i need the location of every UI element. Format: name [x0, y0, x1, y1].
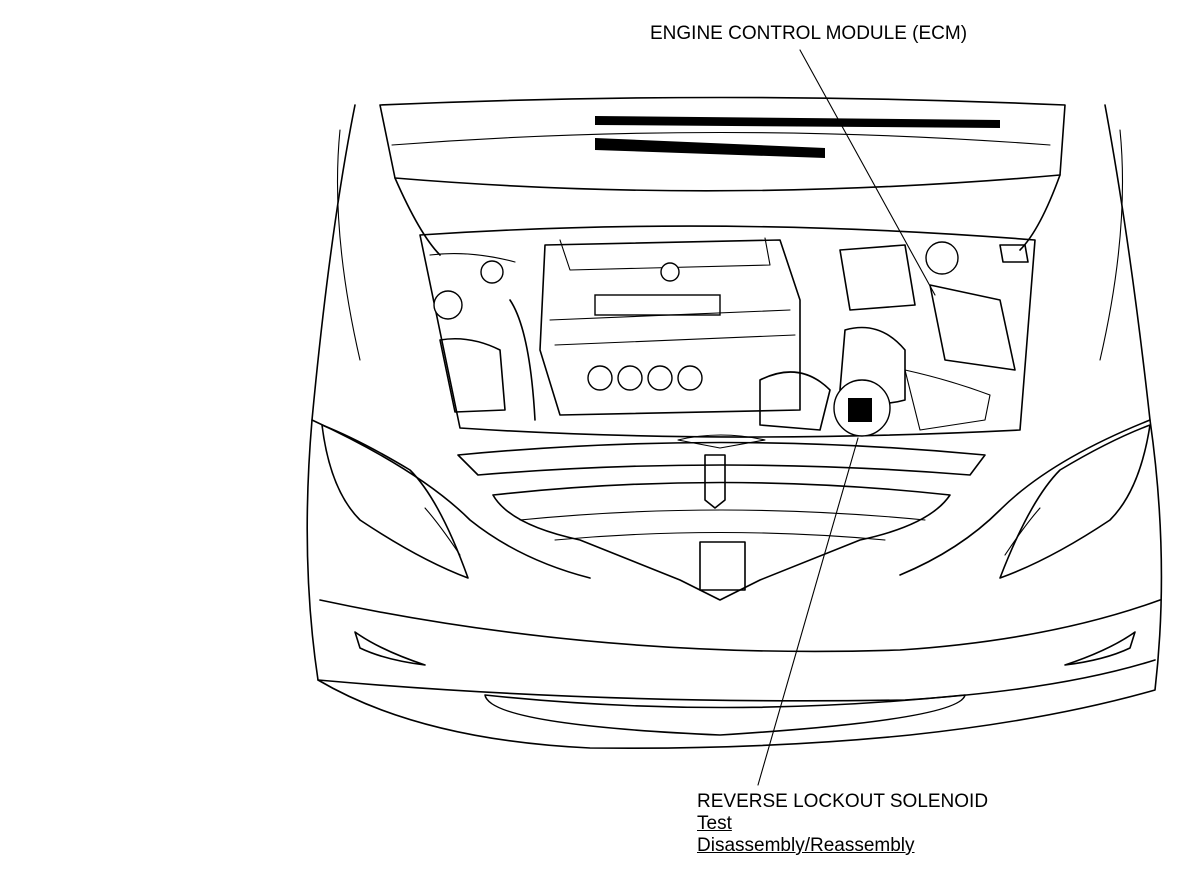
ecm-callout-label: ENGINE CONTROL MODULE (ECM): [650, 23, 968, 44]
engine-bay: [419, 225, 1036, 438]
solenoid-callout-label: REVERSE LOCKOUT SOLENOID: [697, 791, 989, 812]
hood: [336, 96, 1124, 361]
ecm-leader-line: [799, 49, 936, 296]
solenoid-leader-line: [757, 437, 859, 786]
car-body: [306, 104, 1163, 750]
grille: [457, 434, 986, 601]
spark-plug-wells: [587, 365, 703, 391]
test-link[interactable]: Test: [697, 813, 732, 834]
solenoid-callout: REVERSE LOCKOUT SOLENOID Test Disassembl…: [697, 791, 988, 857]
disassembly-reassembly-link[interactable]: Disassembly/Reassembly: [697, 835, 915, 856]
